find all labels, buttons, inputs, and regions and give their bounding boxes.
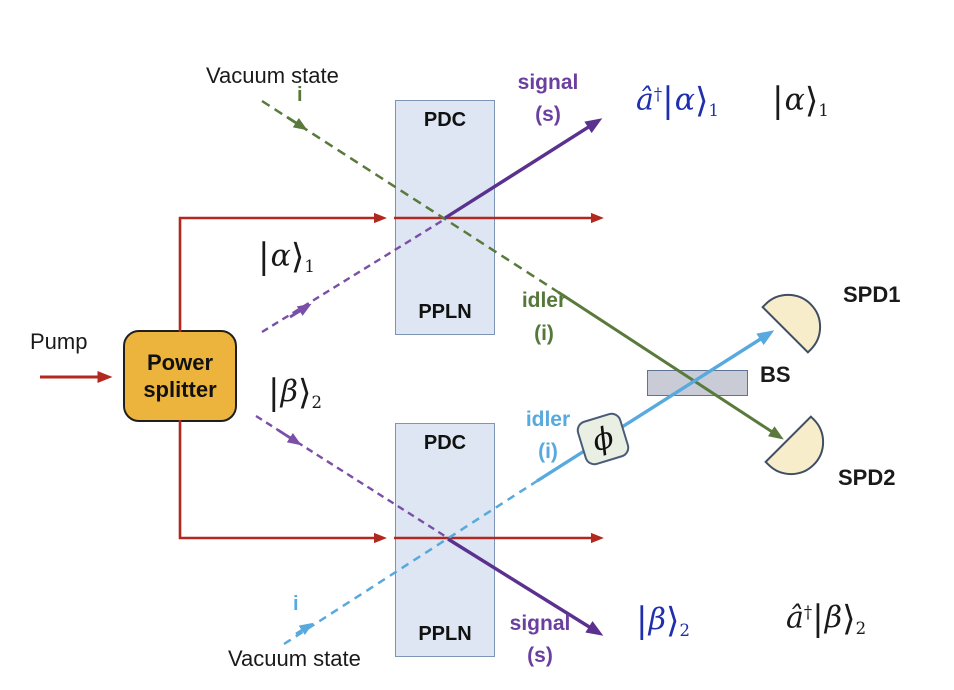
state-alpha-input: |α⟩1 [258,237,315,277]
state-alpha-output: |α⟩1 [772,81,829,121]
idler-i-tick-bottom: i [293,593,299,615]
state-beta-input: |β⟩2 [268,373,322,413]
ppln-label-upper: PPLN [418,301,472,323]
vacuum-idler-arrow-lower [295,622,314,636]
alpha-input-dashed [261,217,446,334]
pdc-label-upper: PDC [423,109,467,131]
pump-branch-lower [178,420,387,544]
signal-word-bottom: signal [509,612,571,635]
idler-word-bottom: idler [525,408,571,431]
spd2-label: SPD2 [838,465,896,490]
vacuum-idler-arrow-upper [286,115,308,131]
state-adag-beta: â†|β⟩2 [786,599,867,639]
signal-beam-upper [444,118,603,220]
signal-mode-top: (s) [535,103,561,126]
idler-mode-top: (i) [534,322,554,345]
state-adag-alpha: â†|α⟩1 [636,81,719,121]
signal-beam-lower [447,537,604,636]
bs-label: BS [760,362,791,387]
idler-i-tick-top: i [297,84,303,106]
beta-input-arrow [277,428,302,446]
pdc-crystal-lower: PDC PPLN [395,423,495,657]
phi-symbol: ϕ [588,419,618,459]
pdc-label-lower: PDC [423,432,467,454]
power-splitter-label-line1: Power [146,349,214,375]
vacuum-idler-dashed-lower [283,479,538,646]
power-splitter-box: Power splitter [123,330,237,422]
pump-label: Pump [30,329,88,354]
vacuum-idler-dashed-upper [261,99,559,294]
alpha-input-arrow [289,303,312,319]
idler-word-top: idler [521,289,567,312]
idler-beam-green-to-spd2 [557,290,784,440]
state-beta-output: |β⟩2 [636,601,690,641]
spd1-label: SPD1 [843,282,901,307]
pump-branch-upper [178,212,387,332]
idler-mode-bottom: (i) [538,440,558,463]
power-splitter-label-line2: splitter [143,377,217,402]
signal-word-top: signal [517,71,579,94]
ppln-label-lower: PPLN [418,623,472,645]
signal-mode-bottom: (s) [527,644,553,667]
idler-beam-cyan-to-spd1 [536,330,775,483]
vacuum-state-label-bottom: Vacuum state [228,646,361,671]
vacuum-state-label-top: Vacuum state [206,63,339,88]
